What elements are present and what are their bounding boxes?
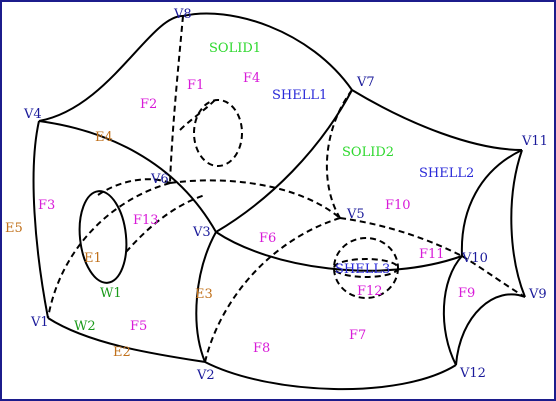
edge-v8-v7 — [182, 12, 353, 91]
edge-label-e2: E2 — [113, 345, 131, 360]
hidden-edge-v8-v6 — [169, 15, 184, 184]
face-label-f13: F13 — [133, 213, 159, 228]
edge-v4-v1 — [32, 120, 49, 319]
face-label-f2: F2 — [140, 97, 157, 112]
edge-v7-v11 — [351, 89, 523, 151]
vertex-label-v12: V12 — [459, 366, 486, 381]
edge-v11-v10 — [460, 149, 523, 257]
face-label-f7: F7 — [349, 328, 366, 343]
vertex-label-v6: V6 — [150, 172, 169, 187]
face-label-f11: F11 — [419, 247, 445, 262]
edge-v3-v2 — [195, 231, 217, 363]
face-label-f1: F1 — [187, 78, 204, 93]
shell-label-shell3: SHELL3 — [335, 262, 390, 277]
edge-v1-v2 — [47, 317, 206, 363]
hidden-edge-f1-link — [179, 99, 216, 131]
solid-label-solid2: SOLID2 — [342, 145, 394, 160]
topology-labels: SOLID1 SOLID2 SHELL1 SHELL2 SHELL3 W1 W2 — [74, 41, 474, 334]
edge-v7-v3 — [215, 89, 353, 233]
vertex-label-v1: V1 — [30, 315, 49, 330]
shell-label-shell1: SHELL1 — [272, 88, 327, 103]
face-label-f10: F10 — [385, 198, 411, 213]
vertex-label-v2: V2 — [196, 368, 215, 383]
face-label-f5: F5 — [130, 319, 147, 334]
hidden-edge-w1-link — [125, 194, 206, 253]
vertex-label-v7: V7 — [356, 75, 375, 90]
wire-label-w1: W1 — [100, 286, 122, 301]
vertex-label-v8: V8 — [173, 7, 192, 22]
edge-v4-v3 — [38, 120, 217, 233]
vertex-label-v11: V11 — [521, 134, 548, 149]
edge-v2-v12 — [204, 361, 457, 391]
vertex-label-v3: V3 — [192, 225, 211, 240]
face-label-f12: F12 — [357, 284, 383, 299]
wire-w1-loop — [78, 190, 128, 284]
hidden-edge-v6-v1 — [47, 182, 171, 319]
edge-label-e1: E1 — [84, 251, 102, 266]
edge-v11-v9 — [510, 149, 526, 298]
edge-v10-v12 — [442, 255, 463, 366]
edge-v4-v8 — [38, 14, 184, 122]
vertex-labels: V8 V7 V4 V11 V6 V5 V3 V10 V1 V9 V2 V12 — [23, 7, 548, 383]
shell-label-shell2: SHELL2 — [419, 166, 474, 181]
edge-label-e4: E4 — [95, 130, 113, 145]
hidden-edges — [47, 15, 526, 363]
edge-labels: E4 E5 E1 E3 E2 — [5, 130, 213, 360]
face-labels: F1 F2 F4 F3 F13 F10 F6 F11 F9 F12 F5 F7 … — [38, 71, 475, 356]
face-label-f9: F9 — [458, 286, 475, 301]
hidden-loop-shell3-inner — [333, 258, 399, 278]
hidden-edge-v6-v5 — [169, 179, 341, 219]
face-label-f6: F6 — [259, 231, 276, 246]
face-label-f3: F3 — [38, 198, 55, 213]
vertex-label-v9: V9 — [528, 287, 547, 302]
hidden-edge-v7-v5 — [325, 89, 353, 219]
face-label-f4: F4 — [243, 71, 260, 86]
vertex-label-v4: V4 — [23, 107, 42, 122]
face-label-f8: F8 — [253, 341, 270, 356]
edge-label-e5: E5 — [5, 221, 23, 236]
hidden-edge-v5-v2 — [204, 217, 341, 363]
edge-v9-v12 — [455, 293, 526, 366]
wire-label-w2: W2 — [74, 319, 96, 334]
vertex-label-v5: V5 — [346, 207, 365, 222]
solid-edges — [32, 12, 526, 391]
solid-label-solid1: SOLID1 — [209, 41, 261, 56]
edge-v3-v10 — [215, 231, 463, 272]
edge-label-e3: E3 — [195, 287, 213, 302]
vertex-label-v10: V10 — [461, 251, 488, 266]
hidden-loop-f1 — [193, 99, 243, 167]
